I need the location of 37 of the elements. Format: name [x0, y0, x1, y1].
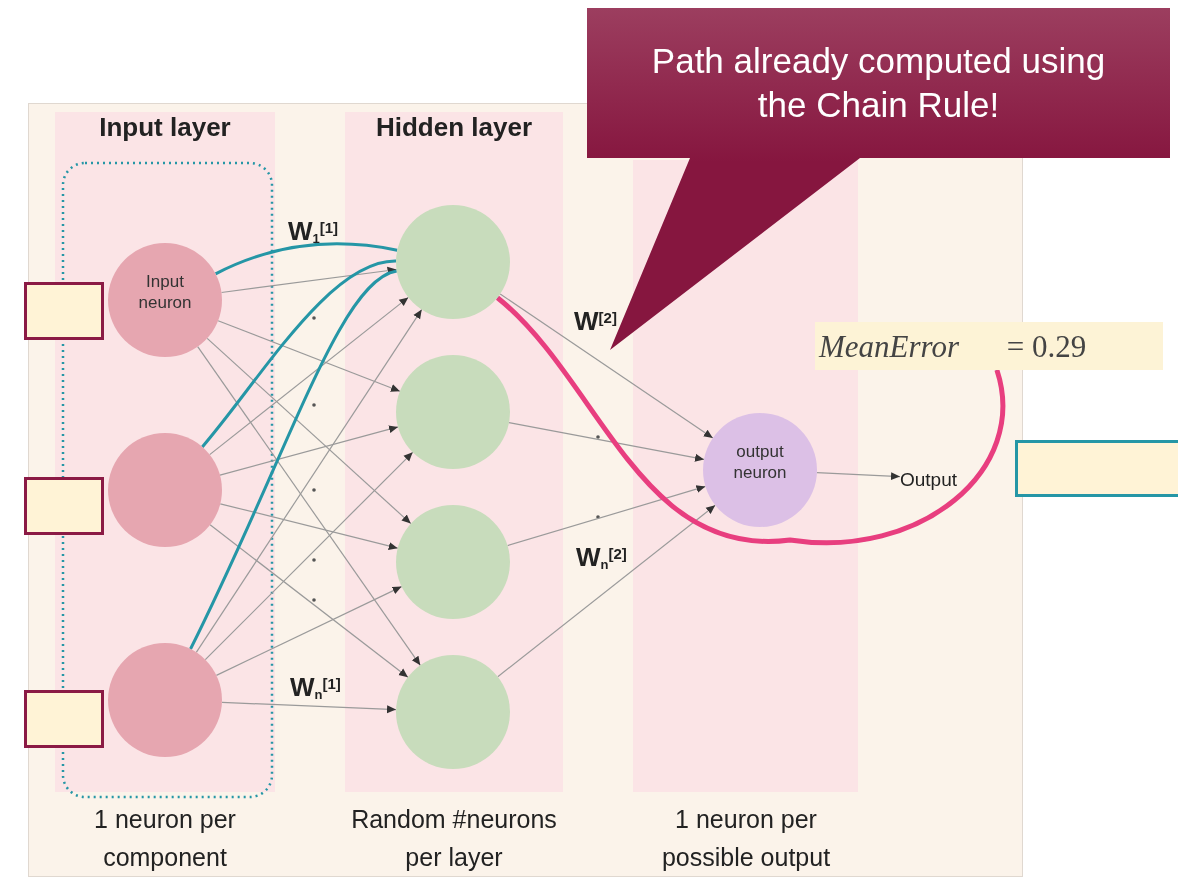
- callout-text: Path already computed using the Chain Rule!: [650, 40, 1107, 126]
- input-value-box: [24, 282, 104, 340]
- connection-arrow: [197, 346, 421, 666]
- connection-arrow: [206, 337, 412, 525]
- connection-arrow: [219, 425, 399, 476]
- connection-arrow: [499, 293, 714, 439]
- input-value-box: [24, 477, 104, 535]
- neuron-label: Input neuron: [137, 270, 193, 314]
- connection-arrow: [507, 485, 706, 547]
- connection-arrow: [204, 451, 414, 661]
- formula-label: MeanError = 0.29: [815, 322, 1163, 370]
- layer-caption: 1 neuron per possible output: [660, 804, 832, 873]
- connection-arrow: [195, 309, 423, 653]
- neuron-label: output neuron: [732, 440, 788, 484]
- highlight-path: [495, 295, 1005, 546]
- output-label: Output: [900, 466, 958, 490]
- connection-arrow: [209, 296, 409, 456]
- layer-caption: 1 neuron per component: [93, 804, 237, 873]
- highlight-path: [201, 259, 397, 448]
- input-value-box: [24, 690, 104, 748]
- connection-arrow: [221, 701, 397, 714]
- connection-arrow: [497, 504, 716, 678]
- connection-arrow: [215, 586, 403, 676]
- layer-heading: Input layer: [99, 111, 231, 144]
- highlight-path: [189, 269, 398, 650]
- connection-arrow: [217, 320, 401, 392]
- weight-label: W$^{[2]}$: [574, 305, 617, 338]
- connection-arrow: [508, 422, 705, 462]
- connection-arrow: [209, 524, 409, 678]
- layer-caption: Random #neurons per layer: [350, 804, 558, 873]
- connection-arrow: [220, 266, 398, 294]
- highlight-path: [214, 242, 398, 276]
- connection-arrow: [816, 472, 901, 481]
- layer-heading: Hidden layer: [375, 111, 533, 144]
- connection-arrow: [219, 503, 399, 550]
- output-value-box: [1015, 440, 1178, 497]
- layer-band: [345, 112, 563, 792]
